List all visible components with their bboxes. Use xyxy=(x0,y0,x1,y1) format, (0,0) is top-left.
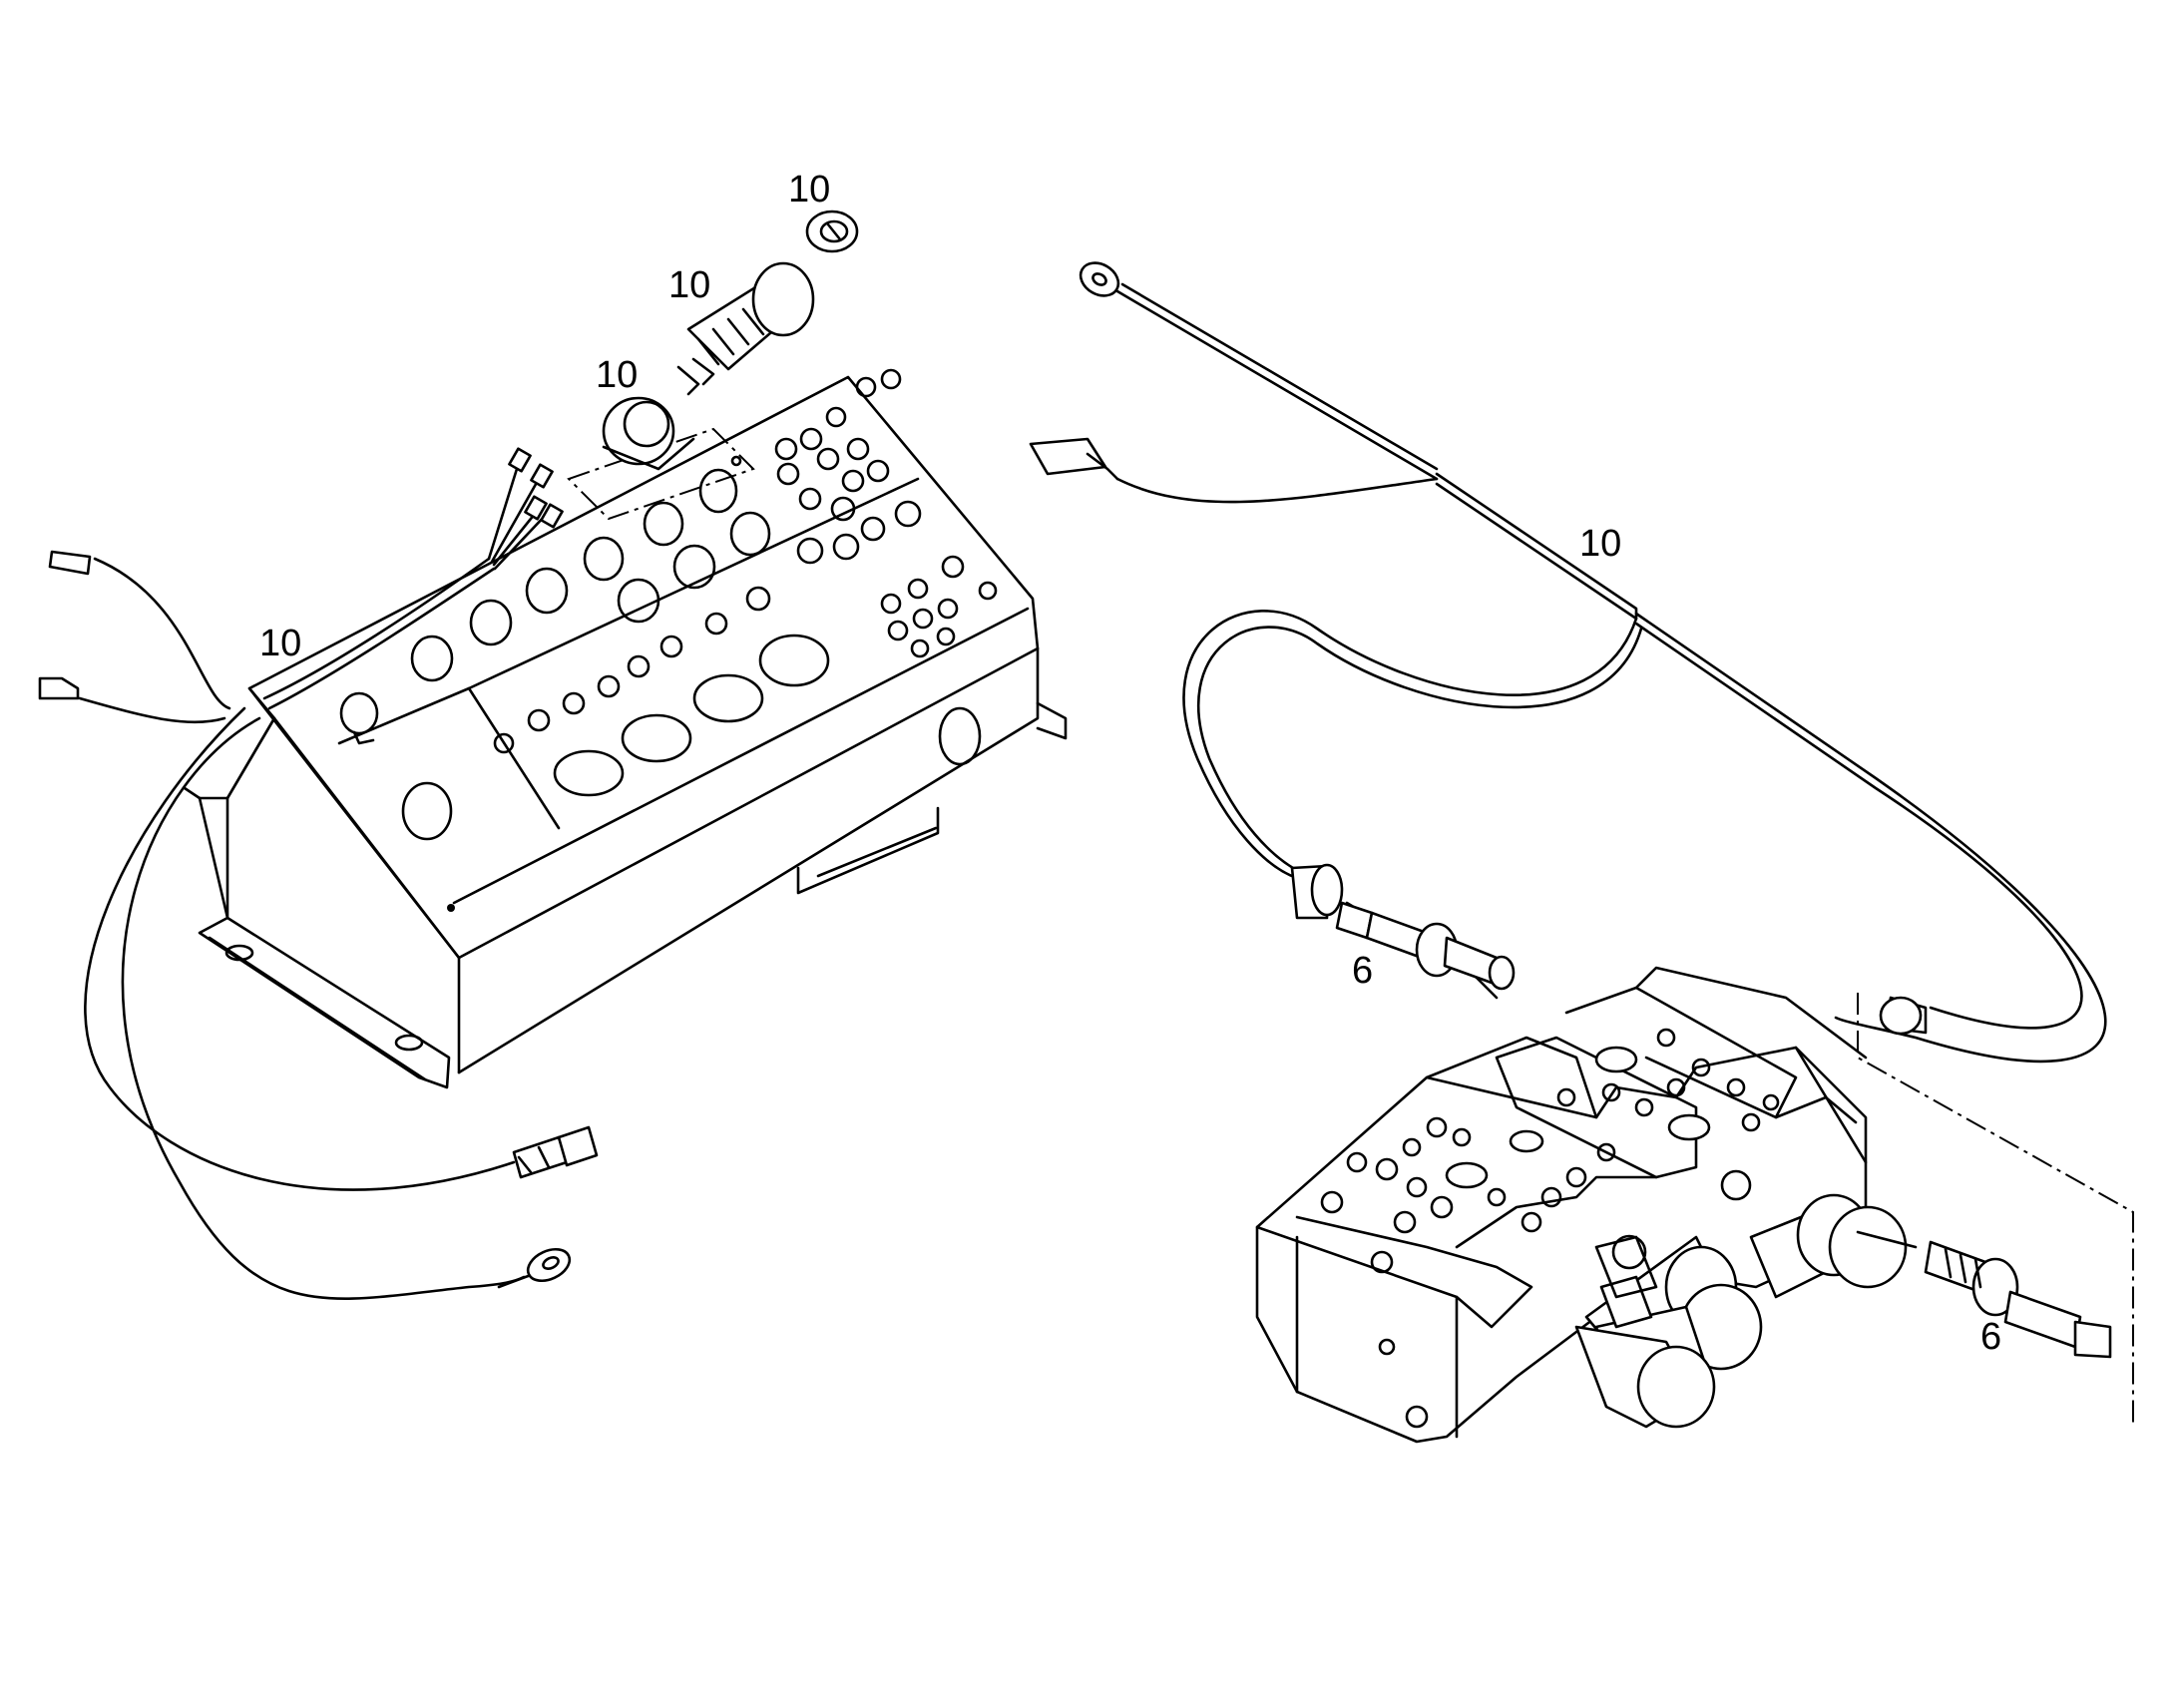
right-wiring-harness xyxy=(1029,261,2134,1427)
indicator-lamp-assembly xyxy=(567,210,859,521)
callout-lamp-body: 10 xyxy=(668,264,710,306)
callout-sensor-lower: 6 xyxy=(1980,1316,2001,1358)
solenoid-valves xyxy=(1574,1169,1908,1429)
callout-lamp-bezel: 10 xyxy=(788,169,830,211)
gauge-holes xyxy=(339,368,998,841)
pressure-sensor-lower xyxy=(1856,1230,2112,1359)
pressure-sensor-upper xyxy=(1335,901,1516,1000)
left-wiring-harness xyxy=(38,447,599,1301)
callout-sensor-upper: 6 xyxy=(1352,950,1373,992)
block-bolt-holes xyxy=(1320,1028,1780,1429)
callout-left-harness: 10 xyxy=(259,623,301,664)
hydraulic-valve-block xyxy=(1255,966,1908,1444)
callout-right-harness: 10 xyxy=(1579,523,1621,565)
callout-lamp-cap: 10 xyxy=(596,354,638,396)
dashboard-panel xyxy=(38,210,1068,1301)
